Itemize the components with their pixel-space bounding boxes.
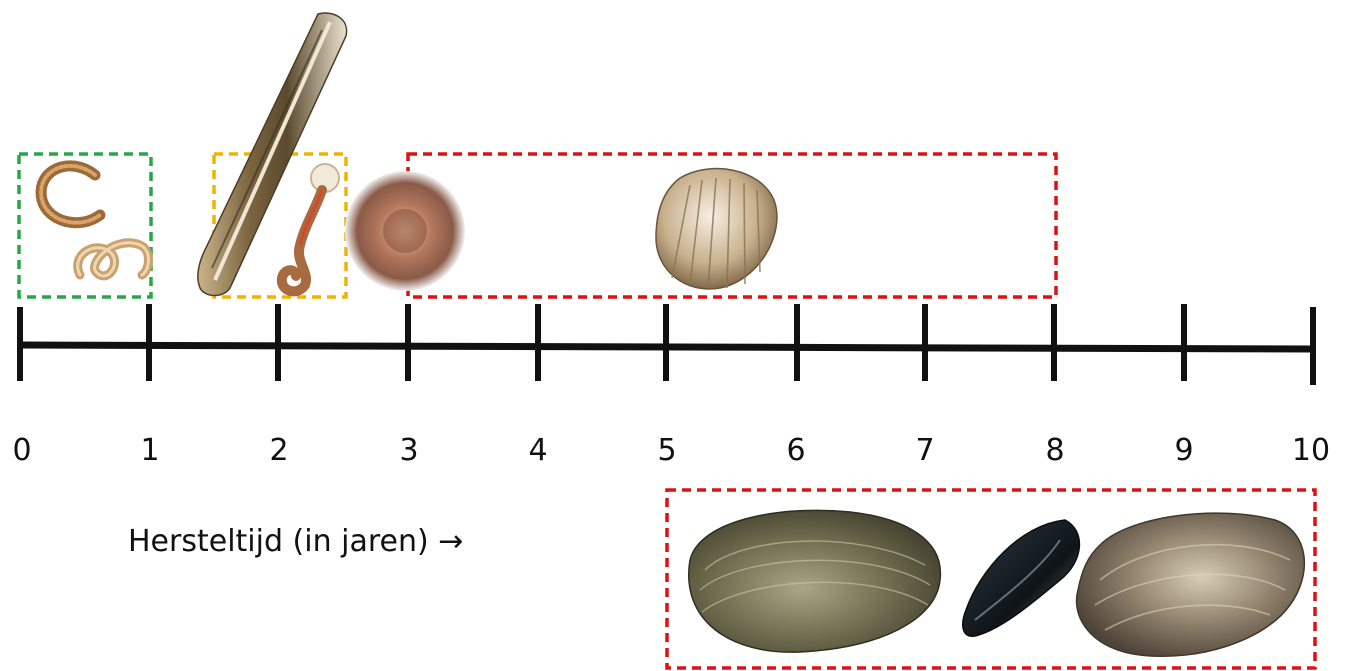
tick-label: 1 [140,433,159,468]
axis-tick-labels: 0 1 2 3 4 5 6 7 8 9 10 [12,433,1330,468]
tick-label: 9 [1174,433,1193,468]
tick-label: 5 [657,433,676,468]
axis-caption: Hersteltijd (in jaren) → [128,524,463,559]
tick-label: 4 [528,433,547,468]
tick-label: 10 [1292,433,1330,468]
tick-label: 6 [786,433,805,468]
worm-icon [41,166,100,223]
soft-shell-clam-icon [689,510,941,652]
mussel-icon [963,520,1080,636]
tube-worm-icon [282,164,339,291]
cockle-icon [656,169,777,289]
sea-anemone-icon [345,171,465,291]
tick-label: 3 [399,433,418,468]
tick-label: 7 [915,433,934,468]
tick-label: 0 [12,433,31,468]
tick-label: 2 [269,433,288,468]
oyster-icon [1077,513,1305,656]
tick-label: 8 [1045,433,1064,468]
worm-icon [78,243,149,276]
